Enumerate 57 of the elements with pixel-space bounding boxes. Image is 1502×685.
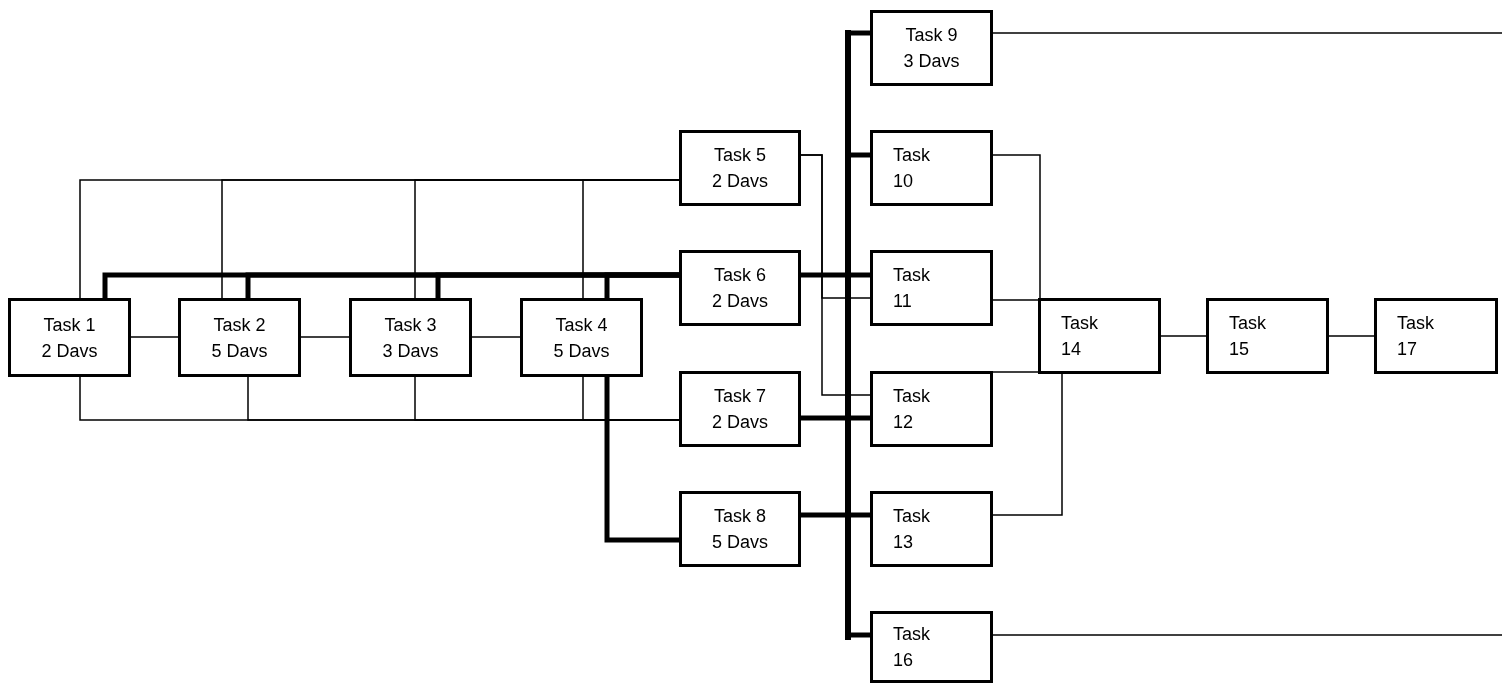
connector-line: [800, 154, 871, 396]
task-label: 2 Davs: [712, 170, 768, 193]
task-label: 2 Davs: [712, 290, 768, 313]
task-box: [870, 491, 993, 567]
connector-line: [1328, 335, 1375, 337]
bus-bar: [845, 30, 851, 640]
task-box: [870, 250, 993, 326]
task-box: [679, 491, 801, 567]
task-label: Task 15: [1229, 312, 1267, 361]
connector-line: [992, 373, 1063, 516]
connector-line: [300, 336, 350, 338]
task-label: 2 Davs: [712, 411, 768, 434]
task-box: [870, 10, 993, 86]
task-label: Task 5: [714, 144, 766, 167]
task-label: Task 14: [1061, 312, 1099, 361]
task-label: Task 1: [43, 313, 96, 337]
task-label: Task 8: [714, 505, 766, 528]
task-box: [870, 371, 993, 447]
task-box: [1038, 298, 1161, 374]
task-label: 5 Davs: [712, 531, 768, 554]
task-label: Task 2: [213, 313, 266, 337]
task-box: [520, 298, 643, 377]
task-label: 3 Davs: [903, 50, 960, 73]
connector-line: [582, 179, 680, 299]
connector-line: [992, 32, 1502, 34]
connector-line: [130, 336, 179, 338]
task-label: Task 3: [384, 313, 437, 337]
task-box: [349, 298, 472, 377]
connector-line: [992, 299, 1039, 301]
task-label: Task 17: [1397, 312, 1435, 361]
task-box: [679, 371, 801, 447]
task-box: [870, 130, 993, 206]
task-label: Task 6: [714, 264, 766, 287]
task-label: Task 13: [893, 505, 931, 554]
connector-line: [992, 154, 1041, 299]
task-label: Task 12: [893, 385, 931, 434]
task-label: Task 10: [893, 144, 931, 193]
task-box: [8, 298, 131, 377]
task-label: 2 Davs: [41, 339, 98, 363]
task-box: [870, 611, 993, 683]
task-box: [1374, 298, 1498, 374]
task-label: Task 4: [555, 313, 608, 337]
task-box: [679, 250, 801, 326]
connector-line: [471, 336, 521, 338]
task-label: 5 Davs: [211, 339, 268, 363]
connector-line: [1160, 335, 1207, 337]
task-label: Task 16: [893, 623, 931, 672]
task-label: Task 11: [893, 264, 931, 313]
task-label: 3 Davs: [382, 339, 439, 363]
task-label: 5 Davs: [553, 339, 610, 363]
task-label: Task 7: [714, 385, 766, 408]
connector-line: [992, 371, 1039, 373]
task-box: [1206, 298, 1329, 374]
task-box: [178, 298, 301, 377]
task-label: Task 9: [905, 24, 958, 47]
connector-line: [992, 634, 1502, 636]
task-box: [679, 130, 801, 206]
